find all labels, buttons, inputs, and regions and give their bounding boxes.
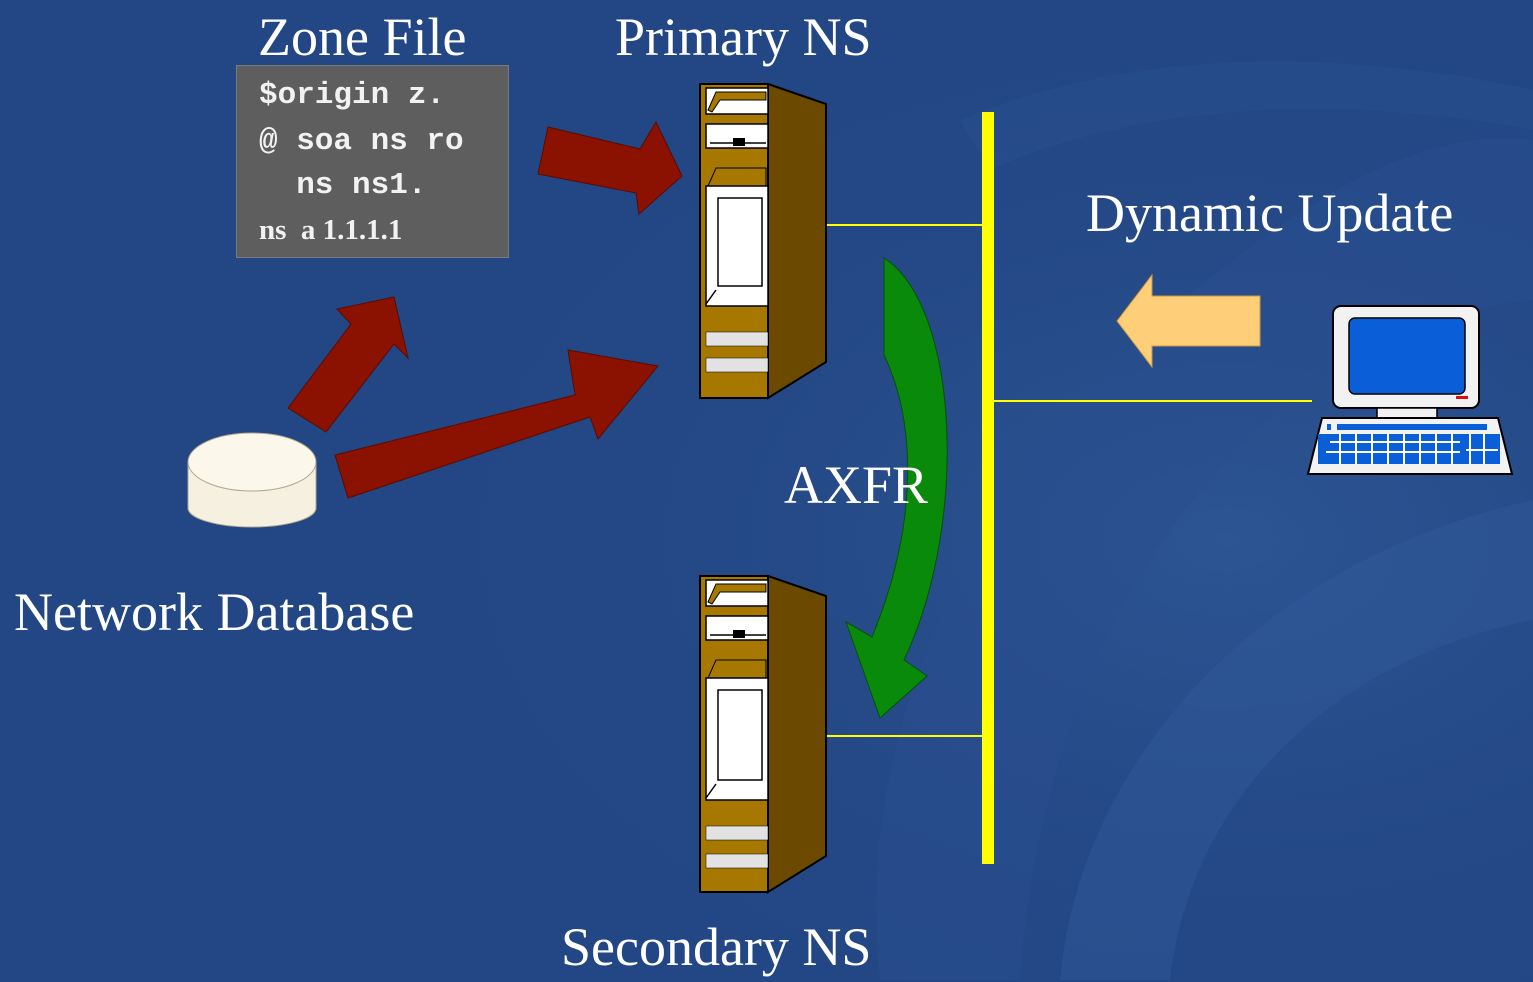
zone-file-line: ns a 1.1.1.1 xyxy=(259,214,403,246)
arrow-database-to-zonefile xyxy=(287,296,409,433)
zone-file-line: $origin z. xyxy=(259,78,446,113)
primary-ns-label: Primary NS xyxy=(615,7,872,67)
axfr-arrow xyxy=(845,257,948,719)
zone-file-title: Zone File xyxy=(258,7,467,67)
secondary-ns-label: Secondary NS xyxy=(561,917,872,977)
secondary-server-icon xyxy=(699,574,827,894)
arrow-database-to-primary xyxy=(334,349,659,499)
dynamic-update-label: Dynamic Update xyxy=(1086,183,1454,243)
zone-file-box: $origin z. @ soa ns ro ns ns1. ns a 1.1.… xyxy=(236,65,509,258)
dynamic-update-arrow xyxy=(1116,273,1261,369)
zone-file-line: @ soa ns ro xyxy=(259,124,464,159)
workstation-icon xyxy=(1306,305,1514,475)
arrow-zonefile-to-primary xyxy=(537,120,683,215)
database-icon xyxy=(187,432,317,528)
zone-file-line: ns ns1. xyxy=(259,168,427,203)
network-database-label: Network Database xyxy=(14,582,415,642)
axfr-label: AXFR xyxy=(784,455,929,515)
primary-server-icon xyxy=(699,82,827,400)
red-arrows xyxy=(287,120,683,499)
network-lines xyxy=(826,112,1312,864)
